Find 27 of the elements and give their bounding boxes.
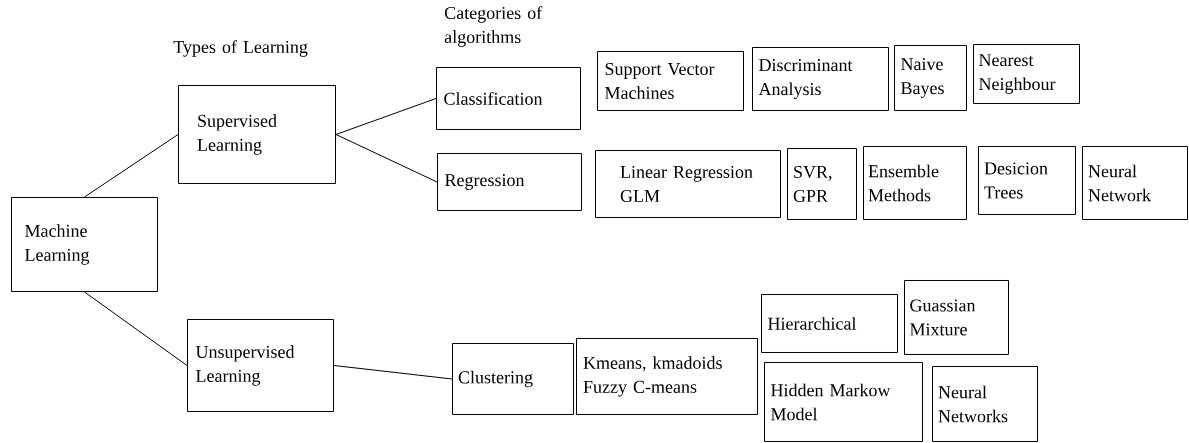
process-box: Ensemble Methods: [863, 146, 967, 220]
process-box: Hierarchical: [761, 294, 898, 353]
process-box: Naive Bayes: [894, 45, 967, 111]
process-box: Neural Networks: [932, 366, 1038, 442]
process-box: Guassian Mixture: [904, 280, 1009, 355]
process-box: Regression: [437, 153, 582, 211]
process-box: Unsupervised Learning: [187, 319, 334, 412]
process-box: Classification: [436, 67, 581, 130]
process-box: Machine Learning: [11, 197, 158, 292]
process-box: Clustering: [452, 343, 574, 415]
process-box: Neural Network: [1082, 146, 1188, 220]
process-box: Kmeans, kmadoids Fuzzy C-means: [576, 338, 758, 415]
connector-line: [333, 365, 453, 380]
heading-label: Categories of algorithms: [444, 6, 543, 47]
connector-line: [84, 291, 188, 366]
connector-line: [335, 98, 437, 135]
connector-line: [335, 134, 438, 183]
process-box: Desicion Trees: [978, 146, 1076, 215]
process-box: Hidden Markow Model: [764, 362, 923, 442]
process-box: Discriminant Analysis: [752, 47, 889, 111]
process-box: Support Vector Machines: [597, 51, 744, 111]
process-box: SVR, GPR: [787, 148, 857, 220]
heading-label: Types of Learning: [173, 40, 308, 57]
process-box: Linear Regression GLM: [595, 150, 781, 218]
process-box: Nearest Neighbour: [973, 44, 1080, 104]
connector-line: [84, 134, 179, 198]
process-box: Supervised Learning: [178, 85, 336, 184]
